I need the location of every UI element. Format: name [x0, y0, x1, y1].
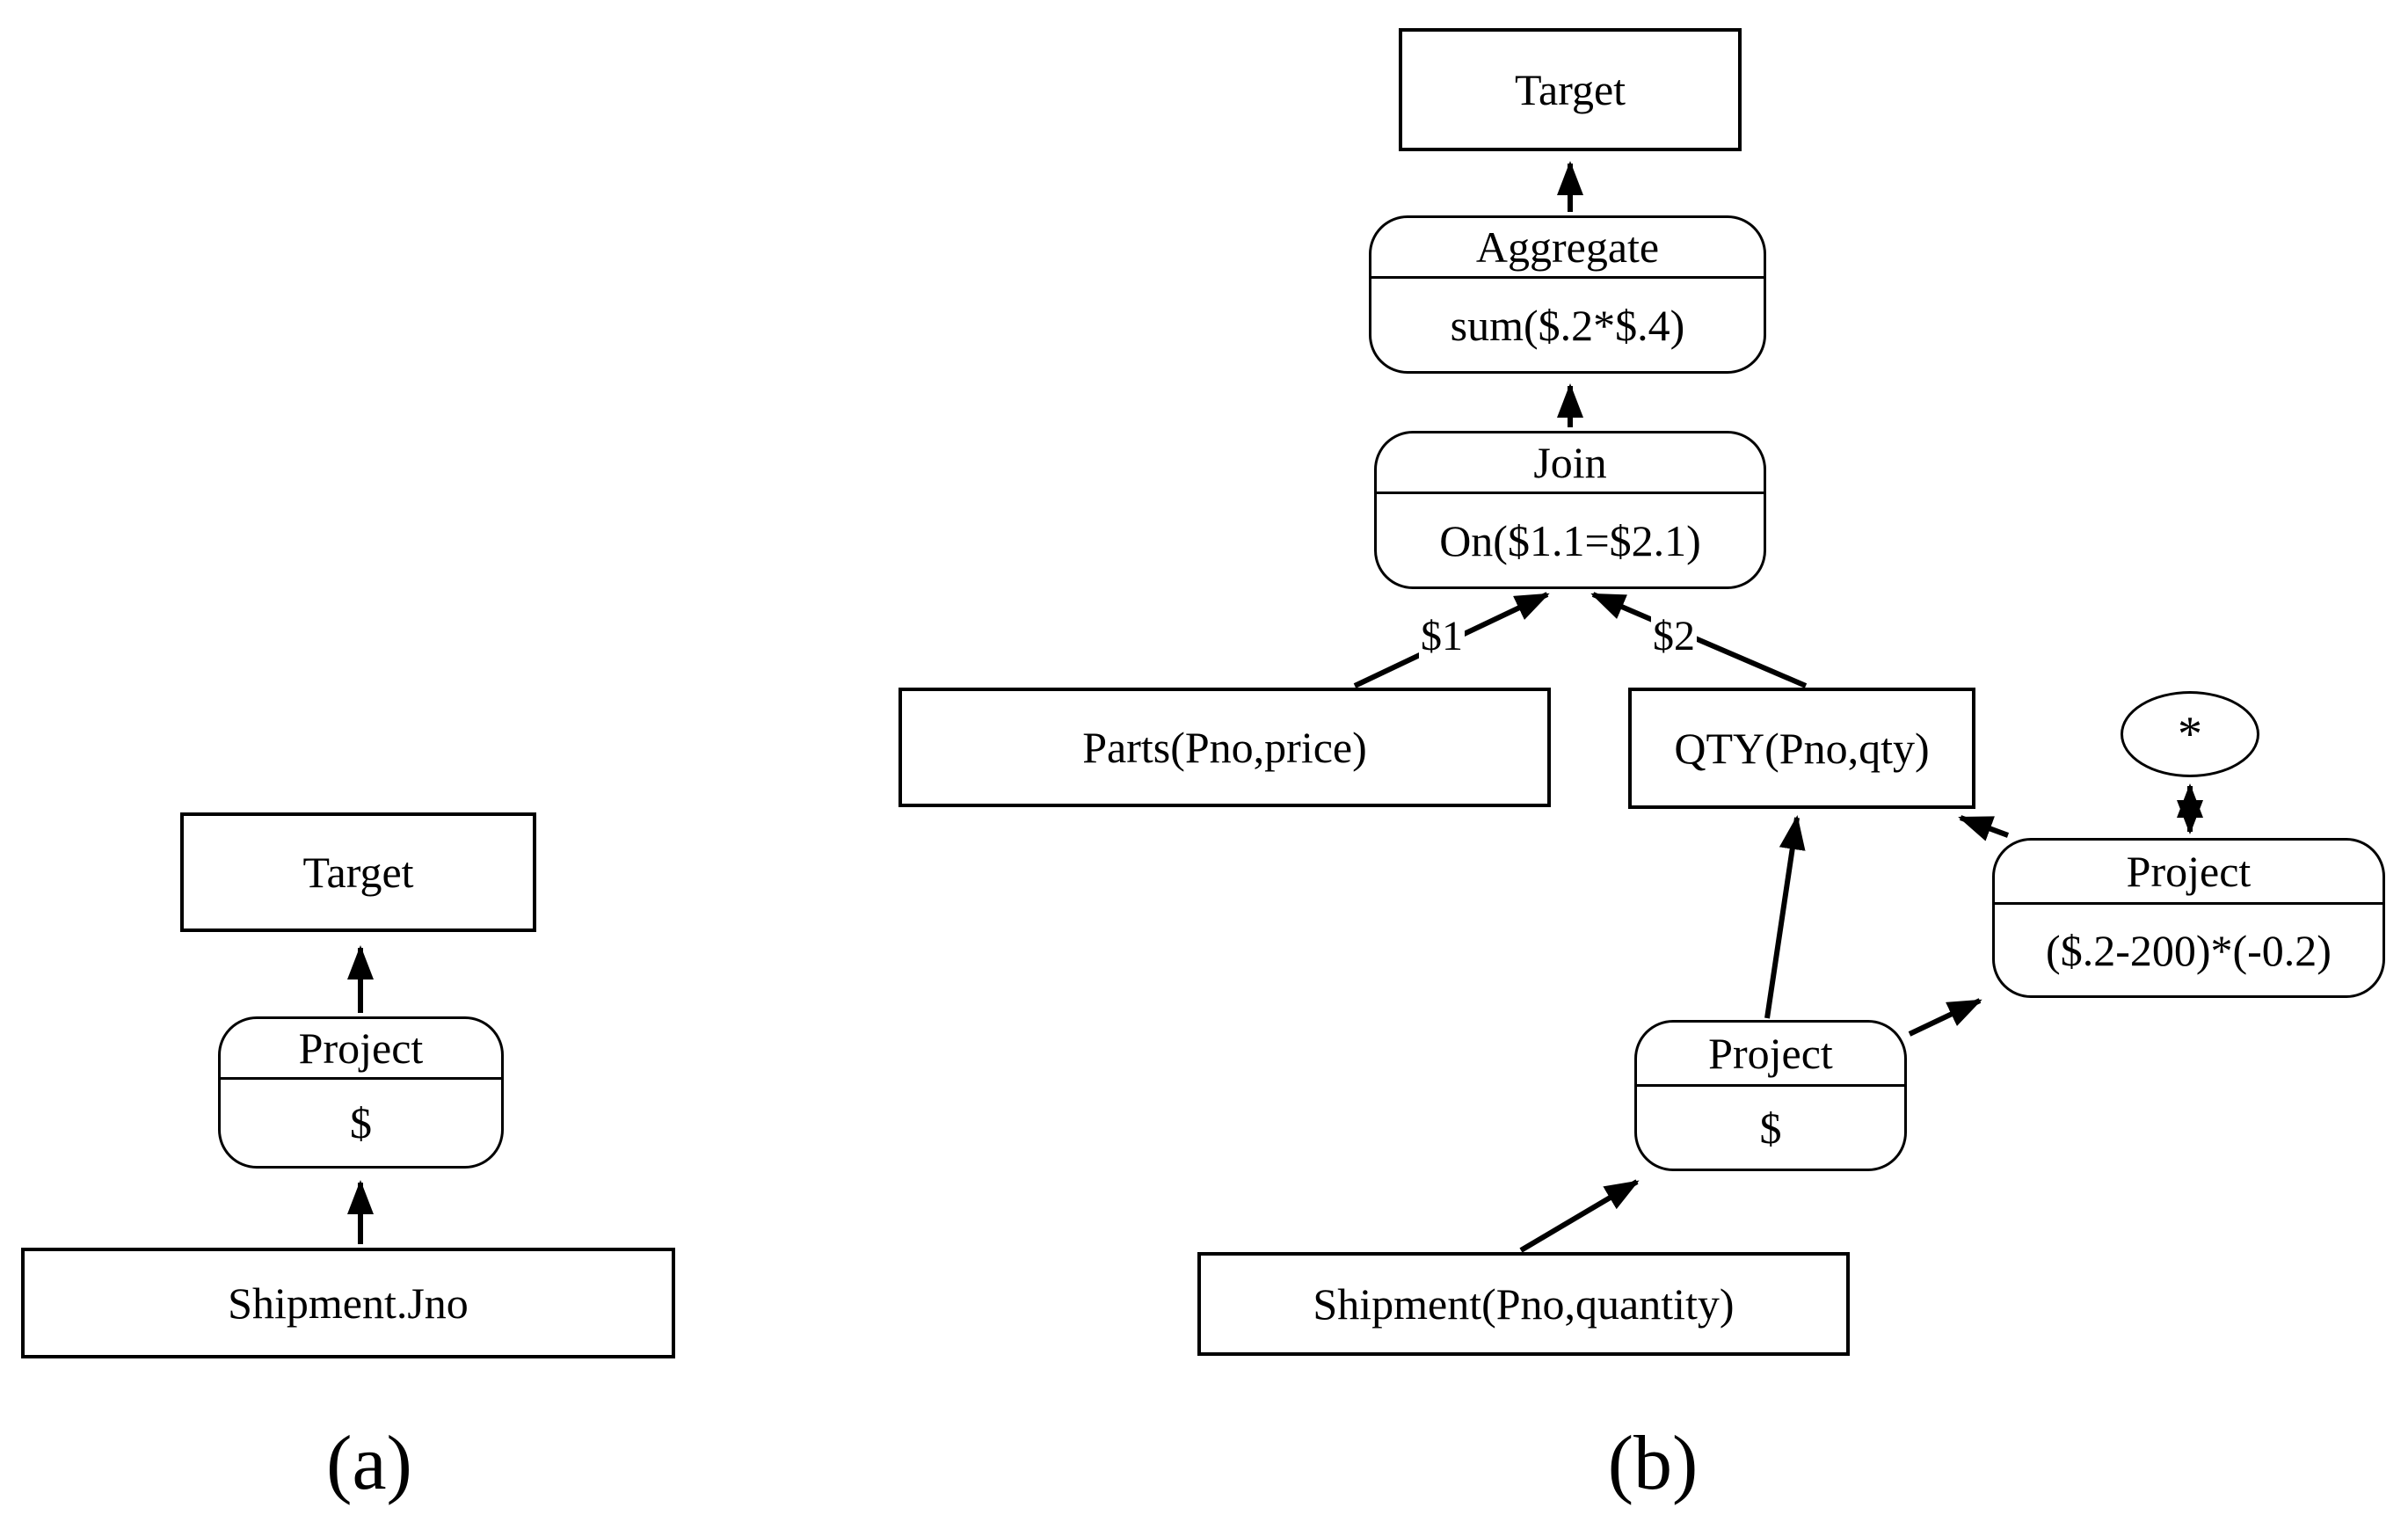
aggregate-op-title-b: Aggregate	[1371, 218, 1764, 279]
edge-label-dollar2: $2	[1651, 612, 1697, 660]
target-label-a: Target	[302, 848, 414, 897]
shipment-label-b: Shipment(Pno,quantity)	[1313, 1279, 1735, 1329]
aggregate-op-value-b: sum($.2*$.4)	[1450, 300, 1685, 350]
project-expr-op-title-b: Project	[1995, 841, 2383, 905]
shipment-box-b: Shipment(Pno,quantity)	[1197, 1252, 1850, 1356]
parts-box-b: Parts(Pno,price)	[898, 688, 1551, 807]
target-label-b: Target	[1514, 65, 1626, 114]
arrow-qty-to-join-b	[1590, 592, 1808, 688]
target-box-a: Target	[180, 812, 536, 932]
aggregate-op-box-b: Aggregate sum($.2*$.4)	[1369, 215, 1766, 374]
star-oval-b: *	[2121, 691, 2259, 777]
project-dollar-op-box-b: Project $	[1634, 1020, 1907, 1171]
project-dollar-op-title-b: Project	[1637, 1023, 1904, 1087]
star-label-b: *	[2178, 707, 2202, 761]
source-label-a: Shipment.Jno	[228, 1278, 469, 1328]
project-expr-op-box-b: Project ($.2-200)*(-0.2)	[1992, 838, 2385, 998]
arrow-shipment-to-project-b	[1519, 1179, 1640, 1253]
join-op-value-b: On($1.1=$2.1)	[1439, 515, 1701, 565]
project-dollar-op-value-b: $	[1759, 1103, 1782, 1153]
caption-a: (a)	[326, 1421, 412, 1506]
project-op-box-a: Project $	[218, 1016, 504, 1169]
project-expr-op-value-b: ($.2-200)*(-0.2)	[2046, 925, 2332, 975]
project-op-value-a: $	[350, 1098, 372, 1147]
qty-label-b: QTY(Pno,qty)	[1674, 724, 1930, 773]
arrow-project-to-qty-b	[1764, 815, 1806, 1019]
arrow-project-expr-to-qty-b	[1958, 815, 2010, 841]
source-box-a: Shipment.Jno	[21, 1248, 675, 1358]
parts-label-b: Parts(Pno,price)	[1082, 723, 1367, 772]
arrow-project-to-project-expr-b	[1908, 998, 1982, 1037]
edge-label-dollar1: $1	[1419, 612, 1465, 660]
join-op-box-b: Join On($1.1=$2.1)	[1374, 431, 1766, 589]
qty-box-b: QTY(Pno,qty)	[1628, 688, 1975, 809]
target-box-b: Target	[1399, 28, 1742, 151]
join-op-title-b: Join	[1377, 433, 1764, 494]
project-op-title-a: Project	[221, 1019, 501, 1080]
caption-b: (b)	[1607, 1421, 1699, 1506]
